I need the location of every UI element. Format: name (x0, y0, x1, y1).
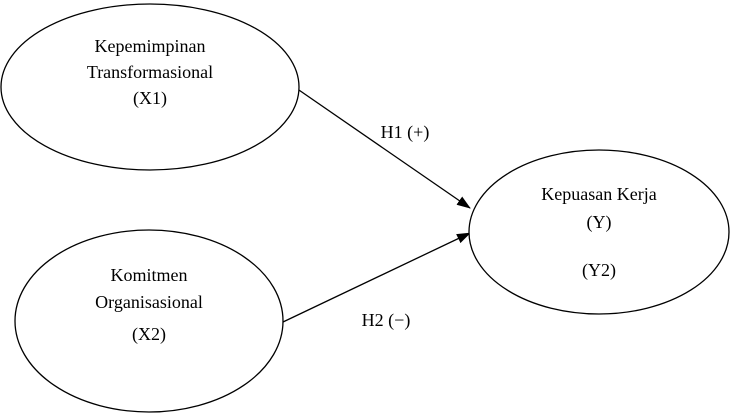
arrow-h2 (282, 232, 471, 323)
arrow-h1 (295, 87, 471, 209)
node-x2-ellipse (14, 229, 284, 413)
node-y-ellipse (468, 149, 730, 315)
node-x2-line1: Komitmen (111, 265, 188, 285)
node-x2-line2: Organisasional (95, 292, 203, 312)
node-x1-ellipse (0, 3, 300, 171)
node-x1-line2: Transformasional (87, 62, 213, 82)
node-y-line2: (Y) (587, 212, 612, 233)
edge-h1-label: H1 (+) (381, 122, 430, 143)
node-y: Kepuasan Kerja (Y) (Y2) (468, 149, 730, 315)
node-x1: Kepemimpinan Transformasional (X1) (0, 3, 300, 171)
node-x1-line1: Kepemimpinan (95, 36, 206, 56)
node-x2: Komitmen Organisasional (X2) (14, 229, 284, 413)
edge-h2-label: H2 (−) (362, 310, 411, 331)
node-y-line3: (Y2) (582, 260, 616, 281)
node-x1-line3: (X1) (133, 88, 167, 109)
node-x2-line3: (X2) (132, 324, 166, 345)
node-y-line1: Kepuasan Kerja (541, 184, 656, 204)
